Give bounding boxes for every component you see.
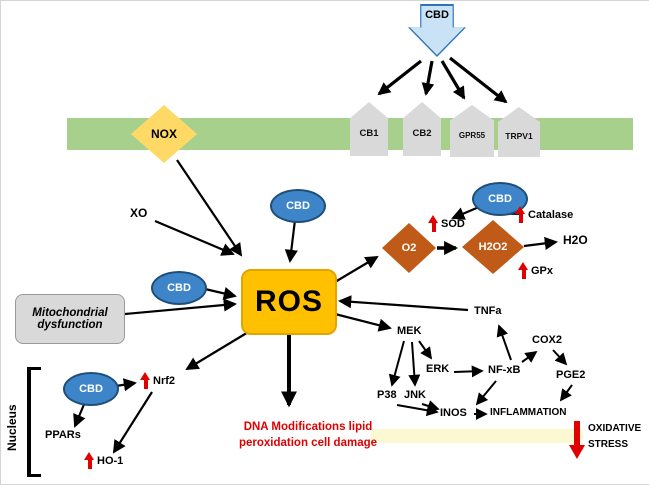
nox-label: NOX bbox=[150, 127, 177, 141]
arrow-nfkb-to-tnfa bbox=[496, 324, 512, 361]
h2o2-diamond: H2O2 bbox=[462, 220, 524, 274]
cbd-ellipse-4: CBD bbox=[63, 372, 119, 406]
nfkb-label: NF-xB bbox=[488, 364, 521, 376]
arrow-nfkb-to-cox2 bbox=[521, 350, 538, 363]
dna-damage-text: DNA Modifications lipid peroxidation cel… bbox=[223, 420, 393, 451]
o2-label: O2 bbox=[401, 242, 417, 254]
sod-increase-arrow-icon bbox=[428, 215, 439, 233]
receptor-trpv1: TRPV1 bbox=[498, 107, 540, 157]
arrow-ros-to-o2 bbox=[334, 255, 379, 283]
pge2-label: PGE2 bbox=[556, 369, 586, 381]
dna-damage-line2: peroxidation cell damage bbox=[238, 436, 378, 449]
arrow-cbd2-to-ros bbox=[204, 287, 237, 300]
arrow-mito-to-ros bbox=[124, 298, 237, 316]
ppars-label: PPARs bbox=[45, 429, 81, 441]
inos-label: INOS bbox=[440, 407, 467, 419]
arrow-mek-to-jnk bbox=[408, 341, 421, 387]
tnfa-label: TNFa bbox=[474, 305, 502, 317]
ros-box: ROS bbox=[241, 269, 337, 335]
arrow-erk-to-nfkb bbox=[453, 365, 484, 378]
catalase-group: Catalase bbox=[515, 206, 573, 224]
cb2-label: CB2 bbox=[412, 127, 432, 139]
p38-label: P38 bbox=[377, 389, 397, 401]
cbd-ellipse-1: CBD bbox=[270, 189, 326, 223]
gpx-group: GPx bbox=[518, 262, 553, 280]
arrow-nfkb-to-inos bbox=[475, 380, 497, 406]
receptor-gpr55: GPR55 bbox=[450, 105, 494, 157]
mito-line2: dysfunction bbox=[37, 319, 103, 331]
oxidative-stress-text: OXIDATIVE STRESS bbox=[588, 421, 641, 452]
nucleus-label: Nucleus bbox=[5, 404, 19, 451]
ho1-label: HO-1 bbox=[97, 454, 124, 467]
highlight-band bbox=[371, 429, 583, 443]
mek-label: MEK bbox=[397, 325, 422, 337]
nox-diamond: NOX bbox=[131, 105, 197, 163]
h2o-label: H2O bbox=[563, 233, 588, 247]
xo-label: XO bbox=[130, 206, 148, 220]
arrow-tnfa-to-ros bbox=[338, 295, 469, 312]
cbd-ellipse-3: CBD bbox=[472, 182, 528, 216]
arrow-h2o2-to-h2o bbox=[523, 236, 558, 250]
jnk-label: JNK bbox=[404, 389, 427, 401]
arrow-nox-to-ros bbox=[176, 159, 243, 257]
gpr55-label: GPR55 bbox=[458, 130, 486, 140]
cbd-top-arrow-label: CBD bbox=[425, 9, 449, 21]
cbd-top-arrow: CBD bbox=[408, 4, 466, 57]
arrow-cbd4-to-ppars bbox=[73, 401, 87, 428]
nucleus-bracket bbox=[27, 367, 41, 477]
inflammation-label: INFLAMMATION bbox=[490, 407, 567, 418]
nrf2-label: Nrf2 bbox=[153, 374, 176, 387]
arrow-cbd1-to-ros bbox=[284, 219, 298, 263]
arrow-cbd4-to-nrf2 bbox=[115, 378, 137, 392]
sod-label: SOD bbox=[441, 217, 465, 230]
arrow-pge2-to-inflammation bbox=[559, 384, 573, 402]
arrow-cbd-to-cb2 bbox=[421, 60, 435, 96]
catalase-label: Catalase bbox=[528, 208, 574, 221]
h2o2-label: H2O2 bbox=[478, 241, 508, 253]
arrow-cbd-to-trpv1 bbox=[449, 56, 508, 104]
nrf2-group: Nrf2 bbox=[140, 372, 175, 390]
gpx-increase-arrow-icon bbox=[518, 262, 529, 280]
erk-label: ERK bbox=[426, 363, 450, 375]
oxidative-stress-line2: STRESS bbox=[588, 438, 629, 450]
arrow-mek-to-erk bbox=[418, 340, 433, 360]
sod-group: SOD bbox=[428, 215, 465, 233]
oxidative-stress-line1: OXIDATIVE bbox=[588, 423, 642, 434]
cb1-label: CB1 bbox=[359, 127, 379, 139]
gpx-label: GPx bbox=[531, 264, 554, 277]
arrow-mek-to-p38 bbox=[388, 340, 405, 387]
catalase-increase-arrow-icon bbox=[515, 206, 526, 224]
receptor-cb2: CB2 bbox=[403, 102, 441, 156]
nrf2-increase-arrow-icon bbox=[140, 372, 151, 390]
dna-damage-line1: DNA Modifications lipid bbox=[243, 421, 373, 433]
arrow-ros-to-nrf2 bbox=[185, 330, 251, 371]
arrow-ros-to-mek bbox=[334, 312, 392, 332]
trpv1-label: TRPV1 bbox=[505, 131, 533, 141]
cbd-ellipse-2: CBD bbox=[151, 271, 207, 305]
arrow-jnk-to-inos bbox=[421, 400, 440, 412]
arrow-p38-to-inos bbox=[396, 404, 439, 417]
arrow-cox2-to-pge2 bbox=[552, 349, 568, 366]
mitochondrial-dysfunction-box: Mitochondrial dysfunction bbox=[15, 294, 125, 344]
ho1-group: HO-1 bbox=[84, 452, 123, 470]
cox2-label: COX2 bbox=[532, 334, 562, 346]
receptor-cb1: CB1 bbox=[350, 102, 388, 156]
oxidative-stress-group: OXIDATIVE STRESS bbox=[569, 421, 641, 459]
mito-line1: Mitochondrial bbox=[32, 307, 108, 319]
ho1-increase-arrow-icon bbox=[84, 452, 95, 470]
arrow-nrf2-to-ho1 bbox=[112, 391, 153, 454]
oxidative-stress-decrease-arrow-icon bbox=[569, 421, 585, 459]
arrow-cbd-to-gpr55 bbox=[440, 60, 466, 100]
arrow-xo-to-ros bbox=[154, 219, 235, 256]
arrow-cbd-to-cb1 bbox=[377, 59, 422, 96]
